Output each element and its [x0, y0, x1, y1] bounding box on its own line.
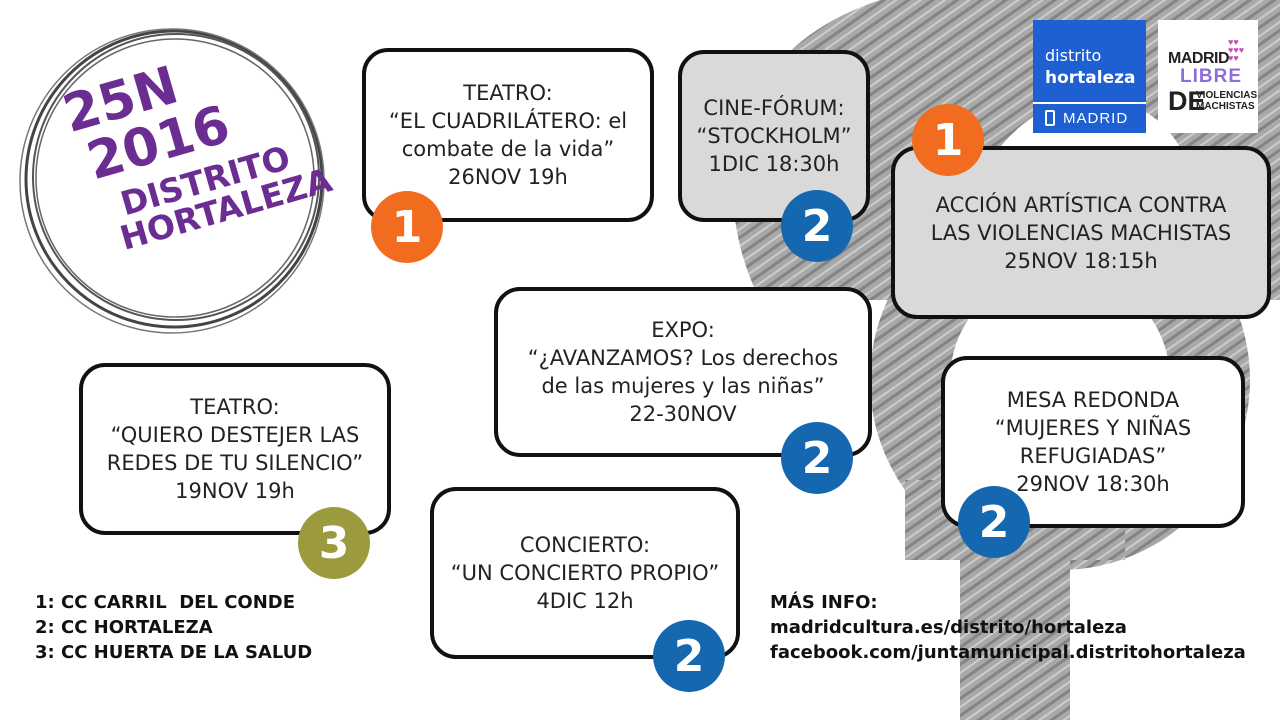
event-line: “EL CUADRILÁTERO: el	[388, 109, 628, 133]
event-box-mesa-redonda: MESA REDONDA “MUJERES Y NIÑAS REFUGIADAS…	[941, 356, 1245, 528]
venue-legend: 1: CC CARRIL DEL CONDE 2: CC HORTALEZA 3…	[35, 590, 312, 665]
venue-badge: 2	[958, 486, 1030, 558]
event-line: CONCIERTO:	[519, 533, 651, 557]
stamp-circle-icon	[19, 28, 325, 334]
event-line: “MUJERES Y NIÑAS	[994, 416, 1192, 440]
event-line: LAS VIOLENCIAS MACHISTAS	[930, 220, 1232, 245]
event-line: 1DIC 18:30h	[708, 152, 840, 176]
event-line: “STOCKHOLM”	[696, 124, 852, 148]
venue-badge: 1	[371, 191, 443, 263]
madridcultura-link[interactable]: madridcultura.es/distrito/hortaleza	[770, 617, 1127, 638]
hearts-icon: ♥♥♥♥♥♥♥	[1228, 37, 1245, 63]
event-line: 22-30NOV	[629, 402, 737, 426]
logo-line-1: distrito	[1045, 46, 1102, 65]
madrid-crest-icon	[1045, 110, 1055, 126]
event-box-teatro-destejer: TEATRO: “QUIERO DESTEJER LAS REDES DE TU…	[79, 363, 391, 535]
event-line: “UN CONCIERTO PROPIO”	[450, 561, 720, 585]
event-box-concierto: CONCIERTO: “UN CONCIERTO PROPIO” 4DIC 12…	[430, 487, 740, 659]
event-line: 4DIC 12h	[536, 589, 634, 613]
legend-item: 1: CC CARRIL DEL CONDE	[35, 592, 296, 613]
event-line: TEATRO:	[463, 81, 553, 105]
event-line: combate de la vida”	[401, 137, 615, 161]
logo-divider	[1033, 102, 1146, 104]
venue-badge: 2	[781, 190, 853, 262]
logo2-line-4: VIOLENCIAS MACHISTAS	[1196, 90, 1257, 112]
legend-item: 3: CC HUERTA DE LA SALUD	[35, 642, 313, 663]
event-line: de las mujeres y las niñas”	[541, 374, 825, 398]
distrito-hortaleza-logo: distrito hortaleza MADRID	[1033, 20, 1146, 133]
event-line: CINE-FÓRUM:	[703, 96, 845, 120]
event-line: 29NOV 18:30h	[1016, 472, 1170, 496]
event-line: REFUGIADAS”	[1019, 444, 1167, 468]
legend-item: 2: CC HORTALEZA	[35, 617, 213, 638]
logo-line-3: MADRID	[1063, 110, 1129, 127]
logo2-line-3: DE	[1168, 86, 1206, 116]
event-line: 19NOV 19h	[175, 479, 295, 503]
logo2-line-2: LIBRE	[1180, 66, 1242, 87]
logo2-line-1: MADRID	[1168, 50, 1230, 67]
event-line: 25NOV 18:15h	[1004, 248, 1158, 273]
venue-badge: 3	[298, 507, 370, 579]
event-line: “¿AVANZAMOS? Los derechos	[527, 346, 839, 370]
more-info-title: MÁS INFO:	[770, 592, 878, 613]
facebook-link[interactable]: facebook.com/juntamunicipal.distritohort…	[770, 642, 1246, 663]
logo2-line-4a: VIOLENCIAS	[1196, 90, 1258, 101]
venue-badge: 1	[912, 104, 984, 176]
event-line: EXPO:	[651, 318, 715, 342]
event-line: ACCIÓN ARTÍSTICA CONTRA	[935, 192, 1227, 217]
madrid-libre-logo: ♥♥♥♥♥♥♥ MADRID LIBRE DE VIOLENCIAS MACHI…	[1158, 20, 1258, 133]
logo2-line-4b: MACHISTAS	[1196, 101, 1255, 112]
event-line: TEATRO:	[190, 395, 280, 419]
venue-badge: 2	[653, 620, 725, 692]
event-box-cine-forum: CINE-FÓRUM: “STOCKHOLM” 1DIC 18:30h	[678, 50, 870, 222]
logo-line-2: hortaleza	[1045, 68, 1136, 88]
venue-badge: 2	[781, 422, 853, 494]
more-info: MÁS INFO: madridcultura.es/distrito/hort…	[770, 590, 1246, 665]
event-box-teatro-cuadrilatero: TEATRO: “EL CUADRILÁTERO: el combate de …	[362, 48, 654, 222]
event-line: MESA REDONDA	[1006, 388, 1180, 412]
event-line: “QUIERO DESTEJER LAS	[110, 423, 360, 447]
event-line: REDES DE TU SILENCIO”	[106, 451, 364, 475]
event-line: 26NOV 19h	[448, 165, 568, 189]
